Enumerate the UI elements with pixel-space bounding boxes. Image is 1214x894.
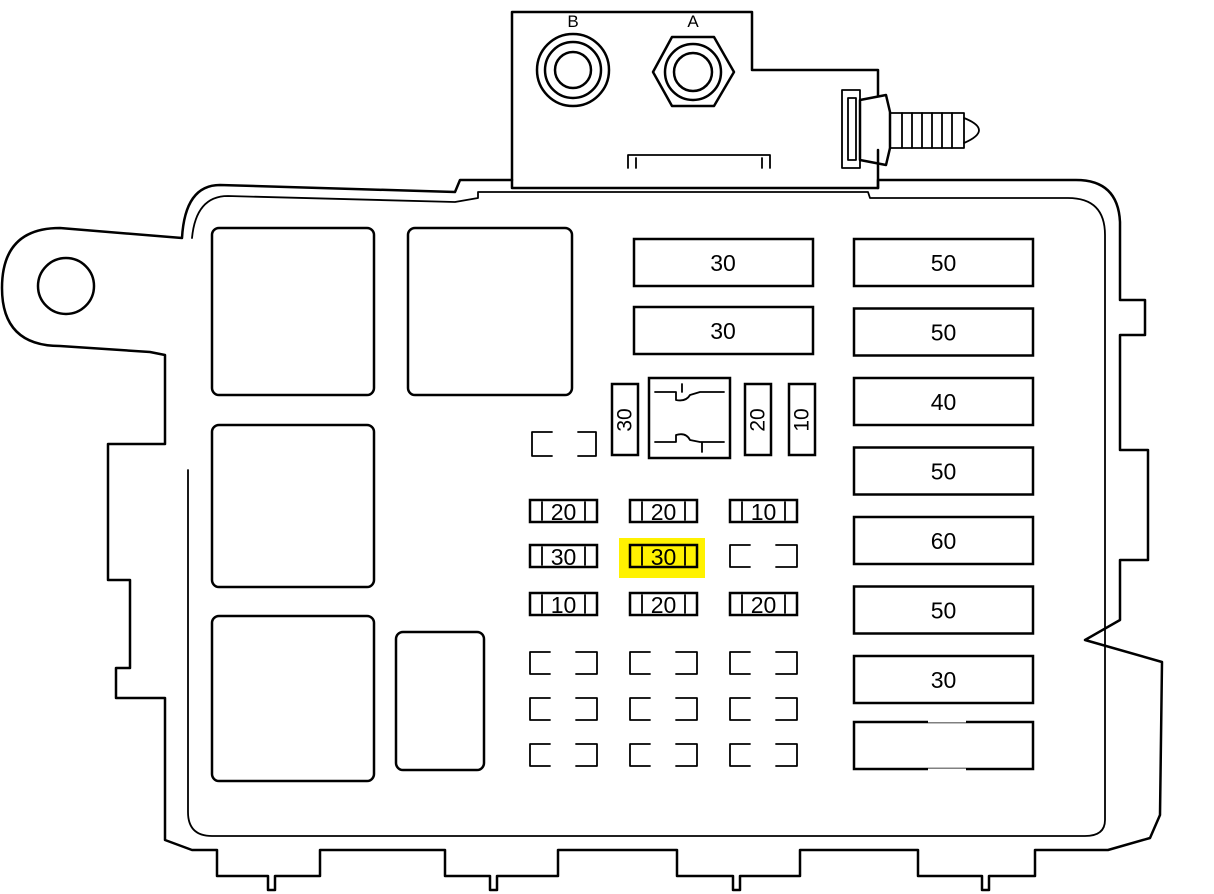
vertical-fuse-3 [787, 382, 817, 457]
side-bolt [841, 89, 980, 169]
maxi-fuse-1 [632, 237, 815, 288]
right-fuse-2-label: 50 [931, 320, 957, 346]
mini-fuse-r2c1-label: 30 [551, 544, 577, 570]
relay-3 [210, 423, 376, 589]
empty-slot-lower-r3c3 [729, 743, 798, 767]
right-fuse-1-label: 50 [931, 250, 957, 276]
vertical-fuse-1 [610, 382, 640, 457]
mini-fuse-r2c2-label: 30 [651, 544, 677, 570]
right-column-fuses: 50 50 40 50 60 50 30 [852, 237, 1035, 705]
vertical-fuse-2 [743, 382, 773, 457]
vertical-fuse-3-label: 10 [791, 408, 814, 431]
mini-fuse-r3c1 [528, 591, 599, 617]
right-fuse-5 [852, 515, 1035, 566]
mini-fuse-r3c1-label: 10 [551, 592, 577, 618]
vertical-fuse-1-label: 30 [614, 408, 637, 431]
terminal-housing [510, 10, 880, 190]
mini-fuse-r3c1-blade [541, 594, 586, 614]
mini-fuse-r3c2-label: 20 [651, 592, 677, 618]
mini-fuse-r3c2 [628, 591, 699, 617]
mini-fuse-r1c1-blade [541, 501, 586, 521]
mini-fuse-r1c3-blade [741, 501, 786, 521]
right-fuse-7-label: 30 [931, 667, 957, 693]
fuse-box-housing [0, 178, 1164, 892]
empty-slot-lower-r1c3 [729, 651, 798, 675]
mini-fuse-r3c3 [728, 591, 799, 617]
mini-fuse-r3c2-blade [641, 594, 686, 614]
relay-2 [406, 226, 574, 397]
right-column-empty-slot [852, 717, 1035, 774]
center-relay [647, 376, 732, 460]
mini-fuse-r1c1 [528, 498, 599, 524]
empty-slot-lower-r3c2 [629, 743, 698, 767]
empty-slot-lower-r2c1 [529, 697, 598, 721]
right-fuse-1 [852, 237, 1035, 288]
relay-1 [210, 226, 376, 397]
empty-slot-lower-r1c1 [529, 651, 598, 675]
mini-fuse-r1c2-label: 20 [651, 499, 677, 525]
empty-slot-top [531, 431, 597, 457]
empty-slot-lower-r2c2 [629, 697, 698, 721]
mini-fuse-r1c3-label: 10 [751, 499, 777, 525]
mini-fuse-r1c1-label: 20 [551, 499, 577, 525]
maxi-fuse-2 [632, 305, 815, 356]
terminal-a: A [651, 12, 736, 108]
terminal-b-label: B [567, 12, 578, 31]
relay-4 [210, 614, 376, 783]
mini-fuse-r3c3-blade [741, 594, 786, 614]
mini-fuse-r2c2-blade [641, 546, 686, 566]
vertical-fuse-2-label: 20 [747, 408, 770, 431]
vertical-fuses: 30 20 10 [610, 382, 817, 457]
right-fuse-4 [852, 446, 1035, 496]
right-fuse-2 [852, 307, 1035, 357]
right-fuse-6-label: 50 [931, 598, 957, 624]
relay-blocks [210, 226, 574, 783]
terminal-a-label: A [687, 12, 699, 31]
right-fuse-7 [852, 654, 1035, 705]
right-fuse-5-label: 60 [931, 528, 957, 554]
empty-slot-lower-r3c1 [529, 743, 598, 767]
empty-slot-lower-r1c2 [629, 651, 698, 675]
right-fuse-3-label: 40 [931, 389, 957, 415]
right-fuse-6 [852, 585, 1035, 635]
mini-fuse-r2c1 [528, 543, 599, 569]
terminal-b: B [535, 12, 611, 108]
empty-slot-lower-r2c3 [729, 697, 798, 721]
mini-fuse-r2c2 [628, 543, 699, 569]
right-fuse-4-label: 50 [931, 459, 957, 485]
mini-fuse-r1c2 [628, 498, 699, 524]
empty-slot-r2c3 [729, 544, 798, 568]
mini-fuse-r2c1-blade [541, 546, 586, 566]
mini-fuse-r1c3 [728, 498, 799, 524]
right-fuse-3 [852, 376, 1035, 427]
mini-fuse-grid: 20 20 10 30 30 10 20 20 [528, 498, 799, 767]
mini-fuse-r3c3-label: 20 [751, 592, 777, 618]
maxi-fuse-1-label: 30 [710, 250, 736, 276]
maxi-fuse-2-label: 30 [710, 318, 736, 344]
relay-5 [394, 630, 486, 772]
maxi-fuses: 30 30 [632, 237, 815, 356]
mini-fuse-r1c2-blade [641, 501, 686, 521]
